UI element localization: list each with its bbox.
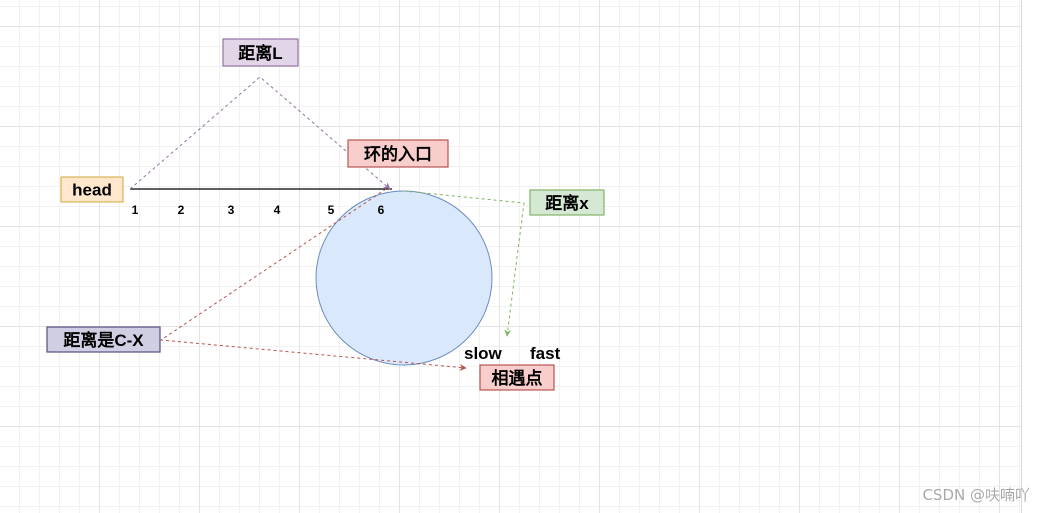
meeting-point-label: 相遇点 bbox=[492, 368, 543, 388]
tick-label: 1 bbox=[132, 203, 139, 217]
tick-label: 6 bbox=[378, 203, 385, 217]
distance-l-box: 距离L bbox=[222, 38, 299, 67]
loop-entry-label: 环的入口 bbox=[364, 144, 432, 164]
tick-label: 4 bbox=[274, 203, 281, 217]
node-index-labels: 1 2 3 4 5 6 bbox=[132, 203, 385, 217]
canvas-scroll-strip bbox=[1021, 0, 1046, 513]
distance-x-box: 距离x bbox=[529, 189, 605, 216]
distance-c-minus-x-box: 距离是C-X bbox=[46, 326, 161, 353]
fast-pointer-label: fast bbox=[530, 344, 561, 363]
distance-l-connector bbox=[129, 76, 391, 190]
distance-x-connector bbox=[403, 190, 525, 337]
loop-entry-box: 环的入口 bbox=[347, 139, 449, 168]
tick-label: 2 bbox=[178, 203, 185, 217]
head-box: head bbox=[60, 176, 124, 203]
distance-x-label: 距离x bbox=[545, 193, 589, 213]
tick-label: 3 bbox=[228, 203, 235, 217]
head-label: head bbox=[72, 181, 112, 200]
distance-c-minus-x-label: 距离是C-X bbox=[63, 330, 144, 350]
watermark: CSDN @呋喃吖 bbox=[922, 486, 1030, 504]
cycle-circle bbox=[315, 190, 493, 366]
slow-pointer-label: slow bbox=[464, 344, 503, 363]
meeting-point-box: 相遇点 bbox=[479, 364, 555, 391]
distance-c-minus-x-connector bbox=[159, 188, 467, 371]
distance-l-label: 距离L bbox=[238, 43, 282, 63]
tick-label: 5 bbox=[328, 203, 335, 217]
